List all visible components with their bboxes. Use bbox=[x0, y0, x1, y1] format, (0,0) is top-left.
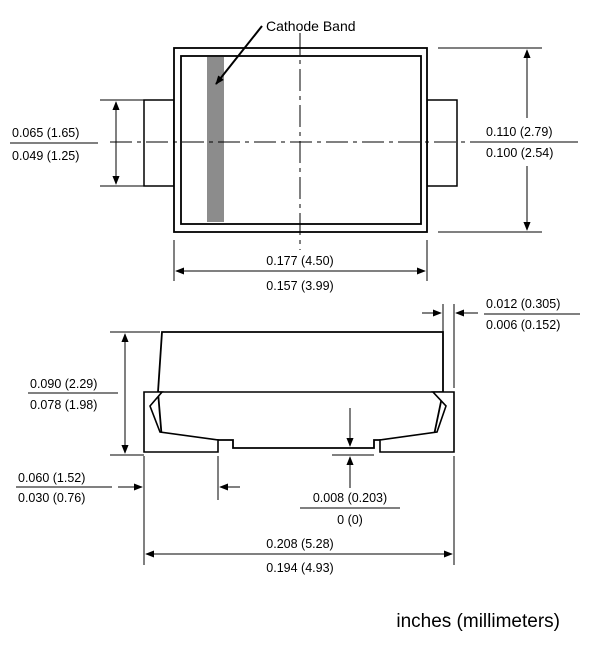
cathode-band-leader bbox=[215, 25, 263, 85]
standoff-max: 0.008 (0.203) bbox=[313, 491, 387, 505]
cathode-band-label: Cathode Band bbox=[266, 18, 356, 34]
height-max: 0.090 (2.29) bbox=[30, 377, 97, 391]
standoff-min: 0 (0) bbox=[337, 513, 363, 527]
left-lead-bend bbox=[143, 391, 219, 453]
cathode-band bbox=[207, 57, 224, 222]
body-length-min: 0.157 (3.99) bbox=[266, 279, 333, 293]
body-inner-outline bbox=[180, 55, 422, 225]
lead-thickness-max: 0.012 (0.305) bbox=[486, 297, 560, 311]
top-view: Cathode Band 0.065 (1.65) 0.049 (1.25) 0… bbox=[10, 18, 578, 293]
lead-width-min: 0.049 (1.25) bbox=[12, 149, 79, 163]
lead-length-max: 0.060 (1.52) bbox=[18, 471, 85, 485]
right-lead bbox=[426, 99, 458, 187]
overall-length-min: 0.194 (4.93) bbox=[266, 561, 333, 575]
side-view: 0.012 (0.305) 0.006 (0.152) 0.090 (2.29)… bbox=[16, 297, 580, 575]
units-note: inches (millimeters) bbox=[396, 611, 560, 632]
height-min: 0.078 (1.98) bbox=[30, 398, 97, 412]
right-lead-bend bbox=[379, 391, 455, 453]
left-lead bbox=[143, 99, 175, 187]
body-length-max: 0.177 (4.50) bbox=[266, 254, 333, 268]
lead-width-max: 0.065 (1.65) bbox=[12, 126, 79, 140]
lead-length-min: 0.030 (0.76) bbox=[18, 491, 85, 505]
molded-body bbox=[157, 331, 444, 449]
body-width-min: 0.100 (2.54) bbox=[486, 146, 553, 160]
overall-length-max: 0.208 (5.28) bbox=[266, 537, 333, 551]
body-width-max: 0.110 (2.79) bbox=[486, 125, 552, 139]
lead-thickness-min: 0.006 (0.152) bbox=[486, 318, 560, 332]
